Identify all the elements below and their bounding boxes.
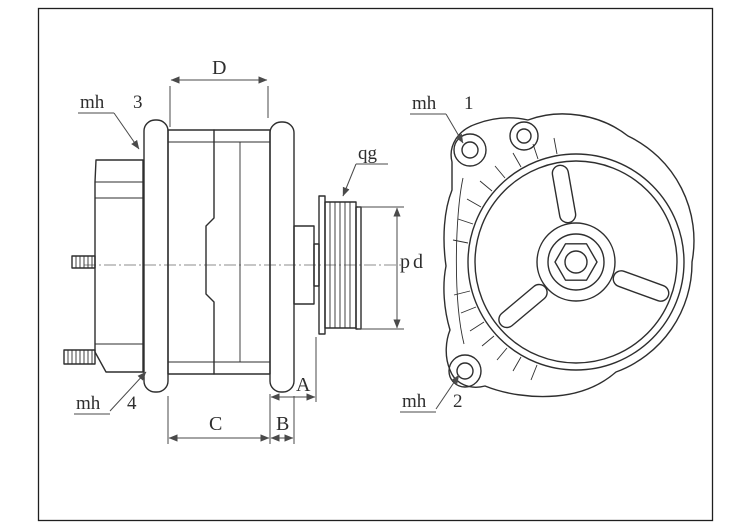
mh4-leader-line	[109, 371, 147, 412]
callout-mh3: mh 3	[78, 92, 143, 150]
dim-c-label: C	[209, 413, 222, 435]
terminal-stud-bottom	[63, 349, 96, 365]
dim-c: C	[167, 396, 270, 444]
callout-mh1: mh 1	[410, 93, 474, 144]
dimensions: D pd A C B qg	[74, 57, 474, 444]
side-view	[63, 119, 402, 393]
front-housing-outline	[443, 113, 695, 398]
front-mounting-flange	[269, 121, 295, 393]
pulley-spoke-lower-left	[498, 283, 548, 329]
mh3-leader-line	[113, 112, 140, 150]
shaft-nut	[554, 243, 598, 281]
callout-qg: qg	[342, 143, 388, 197]
dim-a: A	[269, 337, 317, 444]
callout-mh4: mh 4	[74, 371, 147, 415]
pulley-spoke-right	[612, 270, 670, 302]
pulley-spoke-top	[551, 164, 577, 224]
rear-housing	[94, 159, 144, 373]
dim-b: B	[270, 396, 295, 444]
mh4-label: mh	[76, 393, 101, 414]
dim-d-label: D	[212, 57, 226, 79]
dim-d: D	[169, 57, 269, 127]
mounting-hole-upper-right	[509, 121, 539, 151]
cooling-fins	[452, 137, 558, 381]
shaft-end	[564, 250, 588, 274]
pulley-front	[467, 153, 685, 371]
mh2-number: 2	[453, 391, 463, 412]
front-view	[443, 113, 695, 398]
mh3-label: mh	[80, 92, 105, 113]
drawing-frame	[37, 7, 714, 522]
groove-label: qg	[358, 143, 378, 164]
mh2-label: mh	[402, 391, 427, 412]
pulley-diameter-label: pd	[400, 251, 426, 273]
mh3-number: 3	[133, 92, 143, 113]
rear-mounting-flange	[143, 119, 169, 393]
groove-leader-line	[342, 163, 357, 197]
alternator-body	[167, 129, 271, 375]
mh1-number: 1	[464, 93, 474, 114]
inner-wall-arc	[455, 177, 465, 345]
mounting-hole-2	[448, 354, 482, 388]
dim-pd: pd	[358, 206, 426, 330]
mh1-leader-line	[445, 113, 464, 144]
pulley-side	[318, 195, 362, 335]
mounting-hole-1	[453, 133, 487, 167]
callout-mh2: mh 2	[400, 374, 463, 413]
terminal-stud-top	[71, 255, 96, 269]
mh4-number: 4	[127, 393, 137, 414]
dim-b-label: B	[276, 413, 289, 435]
mh1-label: mh	[412, 93, 437, 114]
mh2-leader-line	[435, 374, 460, 410]
dim-a-label: A	[296, 374, 311, 396]
